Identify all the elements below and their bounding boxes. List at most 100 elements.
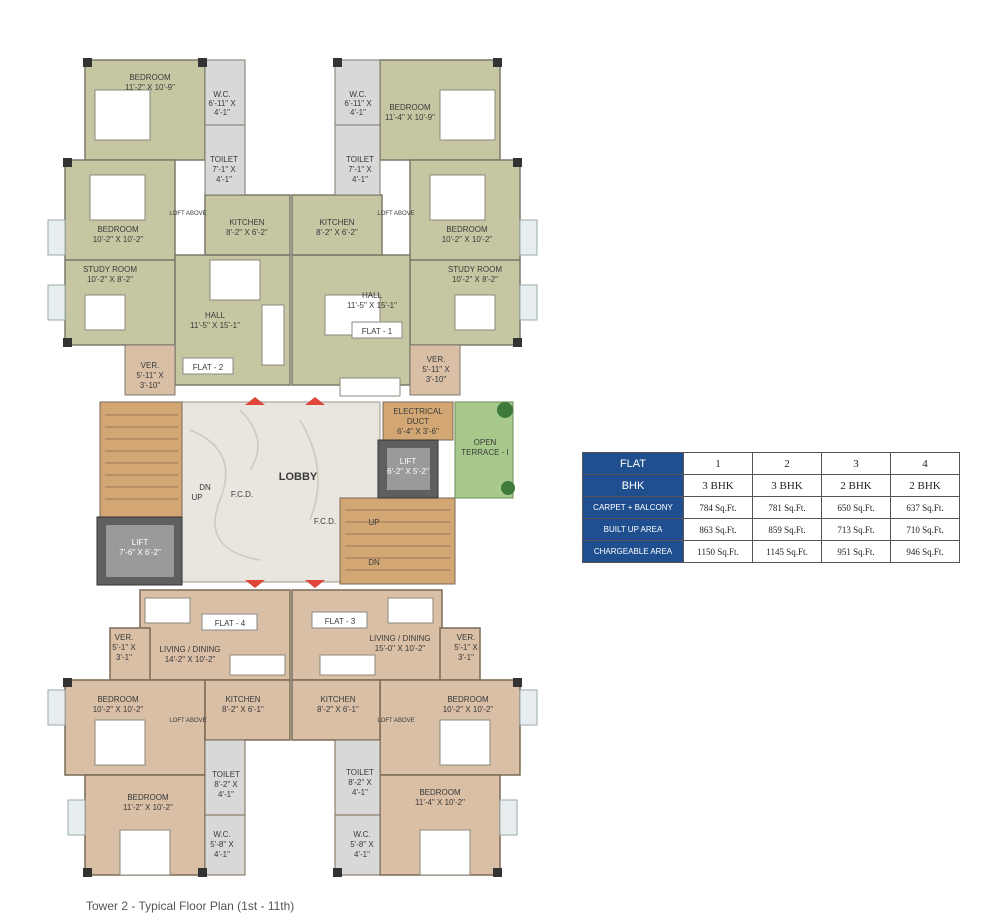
- spec-cell: 859 Sq.Ft.: [752, 518, 822, 541]
- furniture: [84, 89, 496, 876]
- f3-bedroom1-name: BEDROOM: [447, 695, 489, 704]
- f3-living-name: LIVING / DINING: [370, 634, 431, 643]
- f1-bedroom1-dim: 11'-4" X 10'-9": [385, 113, 435, 122]
- area-spec-table: FLAT 1 2 3 4 BHK 3 BHK 3 BHK 2 BHK 2 BHK…: [582, 452, 960, 563]
- spec-cell: 2 BHK: [821, 474, 891, 497]
- f2-kitchen-dim: 8'-2" X 6'-2": [226, 228, 268, 237]
- f2-toilet-name: TOILET: [210, 155, 238, 164]
- columns: [63, 58, 522, 877]
- spec-row-chargeable: CHARGEABLE AREA 1150 Sq.Ft. 1145 Sq.Ft. …: [582, 540, 960, 563]
- f2-wc-dim1: 6'-11" X: [208, 99, 236, 108]
- f1-bedroom1-name: BEDROOM: [389, 103, 431, 112]
- lift-small-dim: 6'-2" X 5'-2": [387, 467, 429, 476]
- stair-left-dn: DN: [199, 483, 211, 492]
- flat-2-label: FLAT - 2: [193, 363, 224, 372]
- f4-wc-dim2: 4'-1": [214, 850, 230, 859]
- lobby-label: LOBBY: [279, 471, 318, 483]
- f4-bedroom1-name: BEDROOM: [97, 695, 139, 704]
- f1-study-dim: 10'-2" X 8'-2": [452, 275, 498, 284]
- f1-ver-dim2: 3'-10": [426, 375, 447, 384]
- f3-wc-name: W.C.: [353, 830, 370, 839]
- spec-cell: 1150 Sq.Ft.: [683, 540, 753, 563]
- windows: [47, 219, 538, 836]
- spec-cell: 650 Sq.Ft.: [821, 496, 891, 519]
- f1-wc-dim2: 4'-1": [350, 108, 366, 117]
- wet-areas-lower: [204, 739, 381, 876]
- door-markers: [245, 397, 325, 588]
- spec-header-flat-4: 4: [890, 452, 960, 475]
- f1-hall-name: HALL: [362, 291, 383, 300]
- f3-loft-label: LOFT ABOVE: [377, 718, 414, 724]
- f4-living-dim: 14'-2" X 10'-2": [165, 655, 216, 664]
- f1-wc-dim1: 6'-11" X: [344, 99, 372, 108]
- f3-living-dim: 15'-0" X 10'-2": [375, 644, 426, 653]
- spec-cell: 710 Sq.Ft.: [890, 518, 960, 541]
- f3-toilet-dim1: 8'-2" X: [348, 778, 372, 787]
- f2-bedroom2-dim: 10'-2" X 10'-2": [93, 235, 144, 244]
- plan-caption: Tower 2 - Typical Floor Plan (1st - 11th…: [86, 899, 295, 913]
- spec-cell: 1145 Sq.Ft.: [752, 540, 822, 563]
- spec-cell: 946 Sq.Ft.: [890, 540, 960, 563]
- f2-bedroom1-name: BEDROOM: [129, 73, 171, 82]
- f4-ver-dim2: 3'-1": [116, 653, 132, 662]
- spec-cell: 863 Sq.Ft.: [683, 518, 753, 541]
- lobby-marble-veins: [189, 409, 319, 561]
- f2-wc-name: W.C.: [213, 90, 230, 99]
- stair-treads-right: [345, 509, 450, 571]
- f2-study-name: STUDY ROOM: [83, 265, 137, 274]
- f2-bedroom2-name: BEDROOM: [97, 225, 139, 234]
- spec-row-carpet: CARPET + BALCONY 784 Sq.Ft. 781 Sq.Ft. 6…: [582, 496, 960, 519]
- f1-study-name: STUDY ROOM: [448, 265, 502, 274]
- spec-cell: 2 BHK: [890, 474, 960, 497]
- flat-3-area: [291, 589, 521, 876]
- f1-bedroom2-dim: 10'-2" X 10'-2": [442, 235, 493, 244]
- f1-toilet-name: TOILET: [346, 155, 374, 164]
- staircase-right: [339, 497, 456, 585]
- flat-3-tag: [311, 611, 368, 629]
- f2-ver-dim2: 3'-10": [140, 381, 161, 390]
- flat-2-tag: [182, 357, 234, 375]
- f3-wc-dim1: 5'-8" X: [350, 840, 374, 849]
- fcd-label-right: F.C.D.: [314, 517, 336, 526]
- lift-large-dim: 7'-6" X 6'-2": [119, 548, 161, 557]
- f4-wc-dim1: 5'-8" X: [210, 840, 234, 849]
- f3-bedroom2-dim: 11'-4" X 10'-2": [415, 798, 465, 807]
- f3-ver-dim2: 3'-1": [458, 653, 474, 662]
- spec-header-label: FLAT: [582, 452, 684, 475]
- f3-ver-dim1: 5'-1" X: [454, 643, 478, 652]
- f4-ver-name: VER.: [115, 633, 134, 642]
- flat-4-label: FLAT - 4: [215, 619, 246, 628]
- f1-wc-name: W.C.: [349, 90, 366, 99]
- lift-large-name: LIFT: [132, 538, 149, 547]
- spec-cell: 951 Sq.Ft.: [821, 540, 891, 563]
- electrical-duct: [382, 401, 454, 441]
- f2-kitchen-name: KITCHEN: [229, 218, 264, 227]
- spec-cell: 3 BHK: [752, 474, 822, 497]
- f4-bedroom1-dim: 10'-2" X 10'-2": [93, 705, 144, 714]
- stair-right-dn: DN: [368, 558, 380, 567]
- wet-areas-upper: [204, 59, 381, 196]
- f1-ver-dim1: 5'-11" X: [422, 365, 450, 374]
- f1-toilet-dim2: 4'-1": [352, 175, 368, 184]
- f3-toilet-name: TOILET: [346, 768, 374, 777]
- f3-kitchen-name: KITCHEN: [320, 695, 355, 704]
- electrical-duct-name1: ELECTRICAL: [393, 407, 443, 416]
- verandas-upper: [124, 344, 461, 396]
- f2-study-dim: 10'-2" X 8'-2": [87, 275, 133, 284]
- spec-header-row: FLAT 1 2 3 4: [582, 452, 960, 475]
- f2-ver-name: VER.: [141, 361, 160, 370]
- electrical-duct-name2: DUCT: [407, 417, 429, 426]
- tree-icon: [497, 402, 513, 418]
- f2-hall-name: HALL: [205, 311, 226, 320]
- f2-toilet-dim2: 4'-1": [216, 175, 232, 184]
- spec-row-label: CARPET + BALCONY: [582, 496, 684, 519]
- spec-cell: 784 Sq.Ft.: [683, 496, 753, 519]
- flat-4-tag: [201, 613, 258, 631]
- f3-toilet-dim2: 4'-1": [352, 788, 368, 797]
- spec-header-flat-3: 3: [821, 452, 891, 475]
- f4-ver-dim1: 5'-1" X: [112, 643, 136, 652]
- spec-cell: 781 Sq.Ft.: [752, 496, 822, 519]
- spec-cell: 637 Sq.Ft.: [890, 496, 960, 519]
- f4-toilet-dim2: 4'-1": [218, 790, 234, 799]
